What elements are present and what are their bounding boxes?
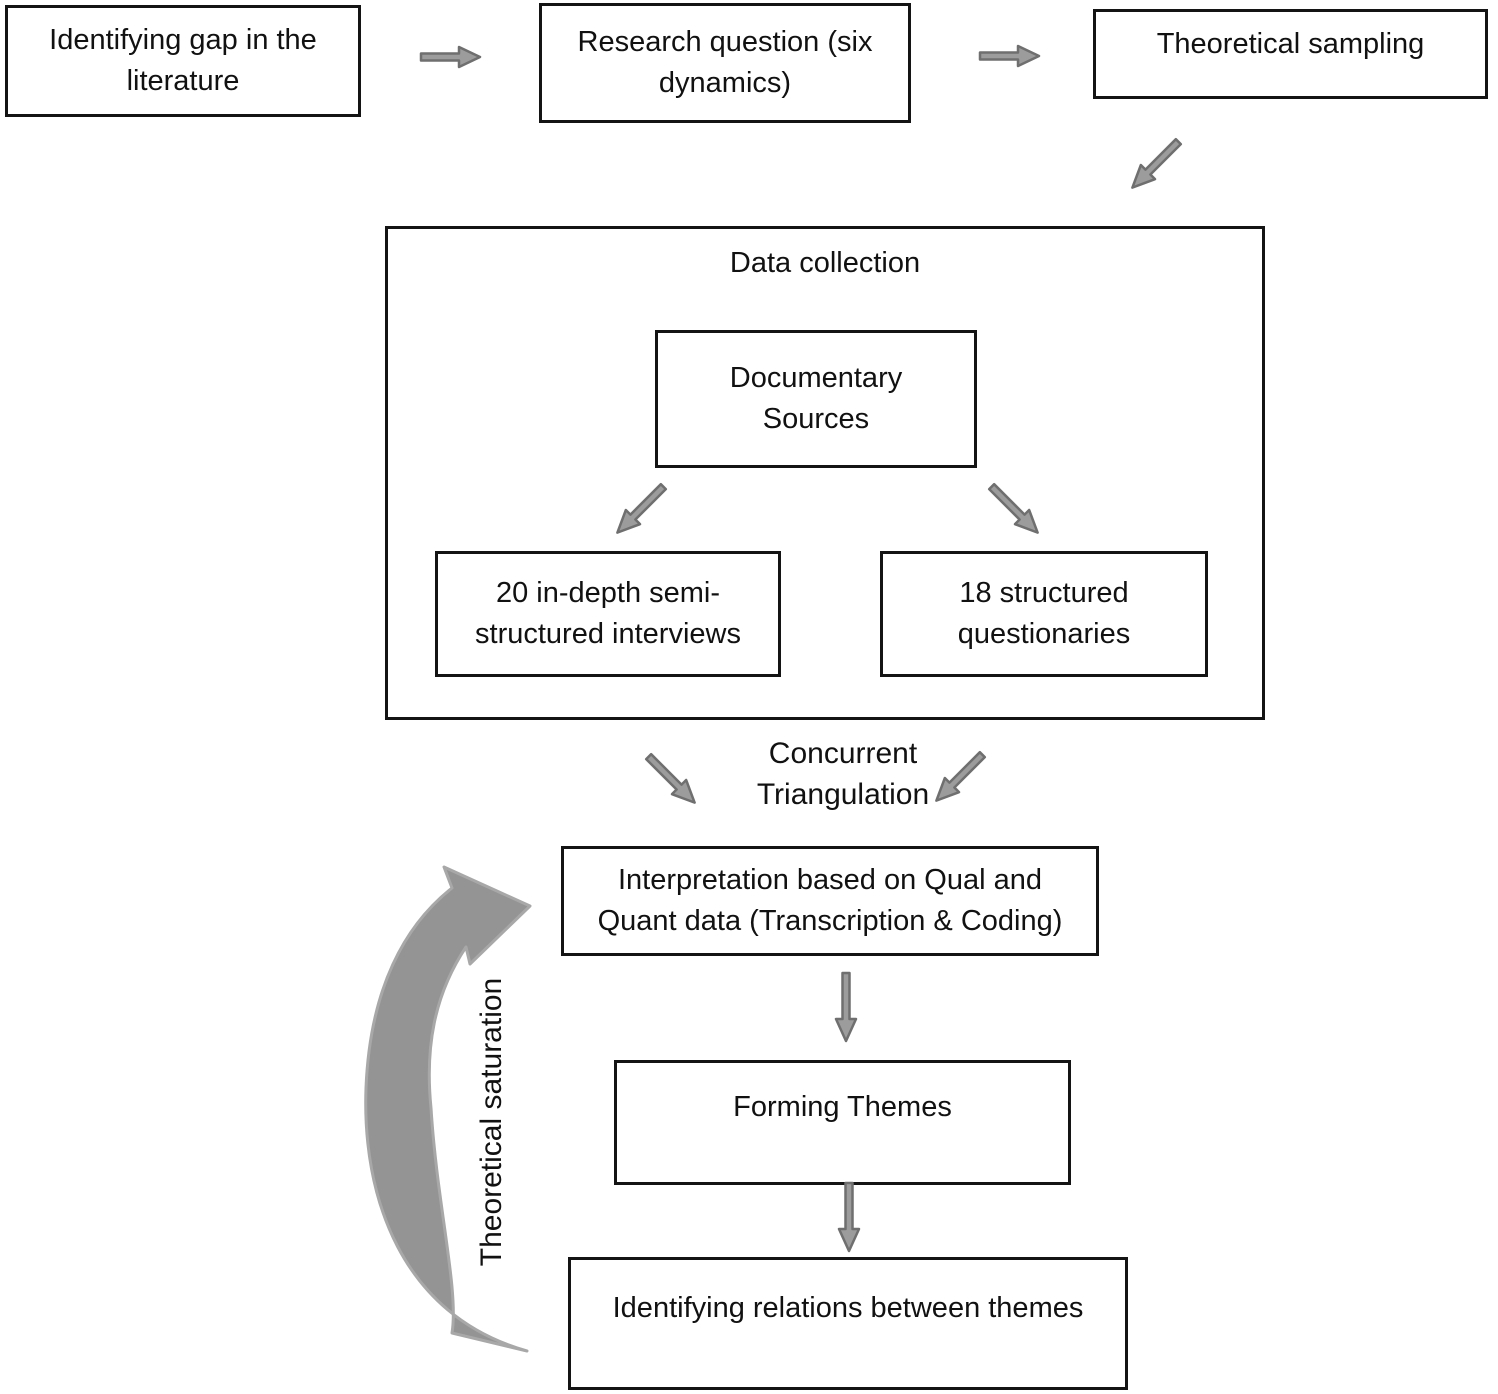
node-research-question: Research question (six dynamics)	[539, 3, 911, 123]
arrow-diagonal-sources-to-interviews-icon	[616, 482, 668, 534]
node-theoretical-sampling-label: Theoretical sampling	[1156, 28, 1425, 60]
node-identifying-relations-label: Identifying relations between themes	[612, 1292, 1084, 1324]
theoretical-saturation-loop-arrow-icon	[364, 865, 532, 1353]
node-interviews-label: 20 in-depth semi- structured interviews	[475, 576, 741, 650]
arrow-diagonal-sources-to-questionnaires-icon	[987, 482, 1039, 534]
node-interpretation: Interpretation based on Qual and Quant d…	[561, 846, 1099, 956]
node-identifying-gap: Identifying gap in the literature	[5, 5, 361, 117]
node-documentary-sources-label: Documentary Sources	[729, 361, 903, 435]
arrow-diagonal-sampling-to-collection-icon	[1131, 137, 1183, 189]
node-data-collection-label: Data collection	[729, 247, 921, 279]
node-documentary-sources: Documentary Sources	[655, 330, 977, 468]
arrow-diagonal-questionnaires-to-interpretation-icon	[935, 750, 987, 802]
node-identifying-gap-label: Identifying gap in the literature	[49, 23, 317, 97]
node-questionnaires-label: 18 structured questionaries	[957, 576, 1131, 650]
arrow-right-question-to-sampling-icon	[978, 44, 1041, 68]
node-forming-themes: Forming Themes	[614, 1060, 1071, 1185]
node-research-question-label: Research question (six dynamics)	[577, 25, 873, 99]
concurrent-triangulation-label: Concurrent Triangulation	[756, 737, 930, 812]
node-theoretical-sampling: Theoretical sampling	[1093, 9, 1488, 99]
node-interviews: 20 in-depth semi- structured interviews	[435, 551, 781, 677]
node-interpretation-label: Interpretation based on Qual and Quant d…	[597, 863, 1063, 937]
node-forming-themes-label: Forming Themes	[733, 1091, 952, 1123]
node-questionnaires: 18 structured questionaries	[880, 551, 1208, 677]
node-identifying-relations: Identifying relations between themes	[568, 1257, 1128, 1390]
arrow-down-themes-to-relations-icon	[837, 1181, 861, 1253]
arrow-down-interpretation-to-themes-icon	[834, 971, 858, 1043]
arrow-diagonal-interviews-to-interpretation-icon	[644, 752, 696, 804]
arrow-right-gap-to-question-icon	[419, 45, 482, 69]
